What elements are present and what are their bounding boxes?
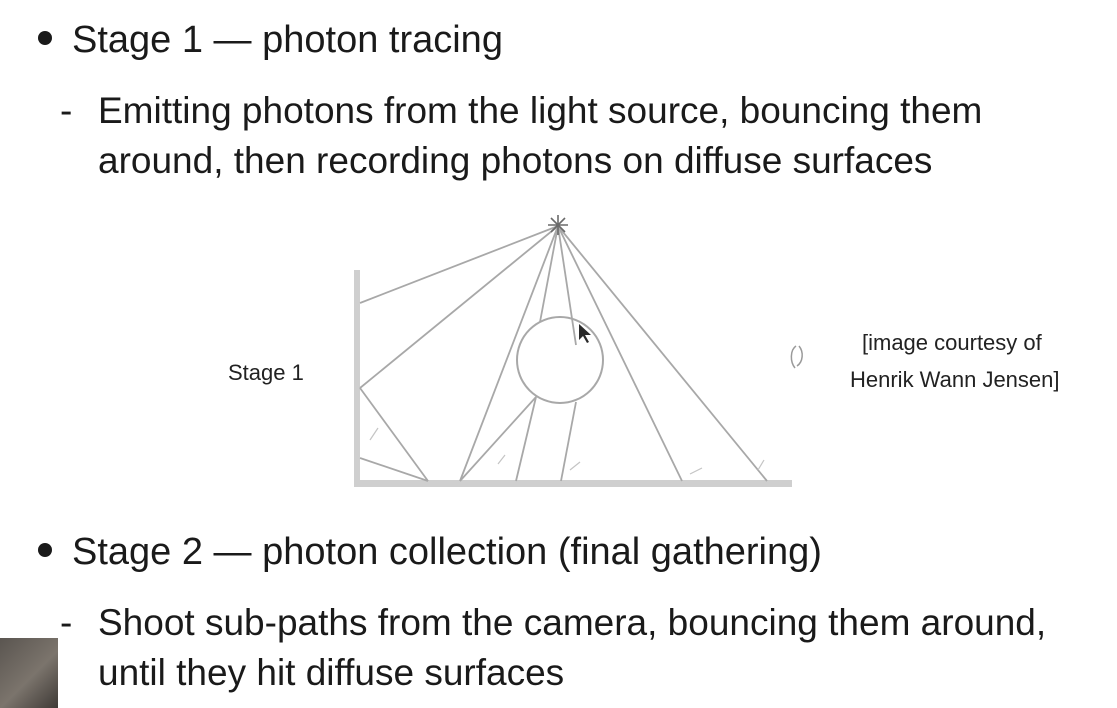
photon-paths: [359, 225, 768, 482]
photon-path: [557, 225, 577, 346]
photon-deposit: [757, 459, 765, 471]
bullet-stage-1-title: Stage 1 — photon tracing: [72, 19, 503, 61]
stage-1-label: Stage 1: [228, 360, 304, 385]
bullet-dot-icon: [38, 542, 52, 557]
photon-path: [557, 225, 768, 482]
photon-path: [459, 396, 537, 482]
image-credit-line-2: Henrik Wann Jensen]: [850, 367, 1060, 392]
photon-deposit: [689, 467, 703, 475]
webcam-thumbnail: [0, 638, 58, 708]
sub-item-stage-1-text: Emitting photons from the light source, …: [98, 90, 983, 181]
photon-path: [359, 457, 429, 482]
bullet-dot-icon: [38, 30, 52, 45]
sub-item-stage-2-text: Shoot sub-paths from the camera, bouncin…: [98, 602, 1047, 693]
bullet-stage-2: Stage 2 — photon collection (final gathe…: [38, 530, 822, 574]
photon-path: [459, 225, 559, 482]
image-credit-line-1: [image courtesy of: [862, 330, 1043, 355]
dash-icon: -: [60, 90, 73, 131]
photon-deposit: [369, 427, 379, 441]
photon-deposit: [569, 461, 581, 471]
photon-path: [515, 396, 537, 482]
photon-path: [539, 225, 559, 323]
photon-deposit: [497, 454, 506, 465]
sphere-object: [516, 316, 604, 404]
photon-path: [359, 387, 429, 482]
photon-path: [557, 225, 683, 482]
photon-path: [560, 401, 577, 482]
bullet-stage-1: Stage 1 — photon tracing: [38, 18, 503, 62]
photon-path: [359, 225, 559, 389]
wall-surface: [354, 270, 360, 486]
photon-deposits: [369, 427, 765, 475]
dash-icon: -: [60, 602, 73, 643]
floor-surface: [354, 480, 792, 487]
stray-mark-icon: [790, 345, 803, 369]
light-source-icon: [548, 215, 568, 235]
bullet-stage-2-title: Stage 2 — photon collection (final gathe…: [72, 531, 822, 573]
photon-path: [359, 225, 559, 304]
mouse-cursor-icon: [579, 324, 591, 343]
